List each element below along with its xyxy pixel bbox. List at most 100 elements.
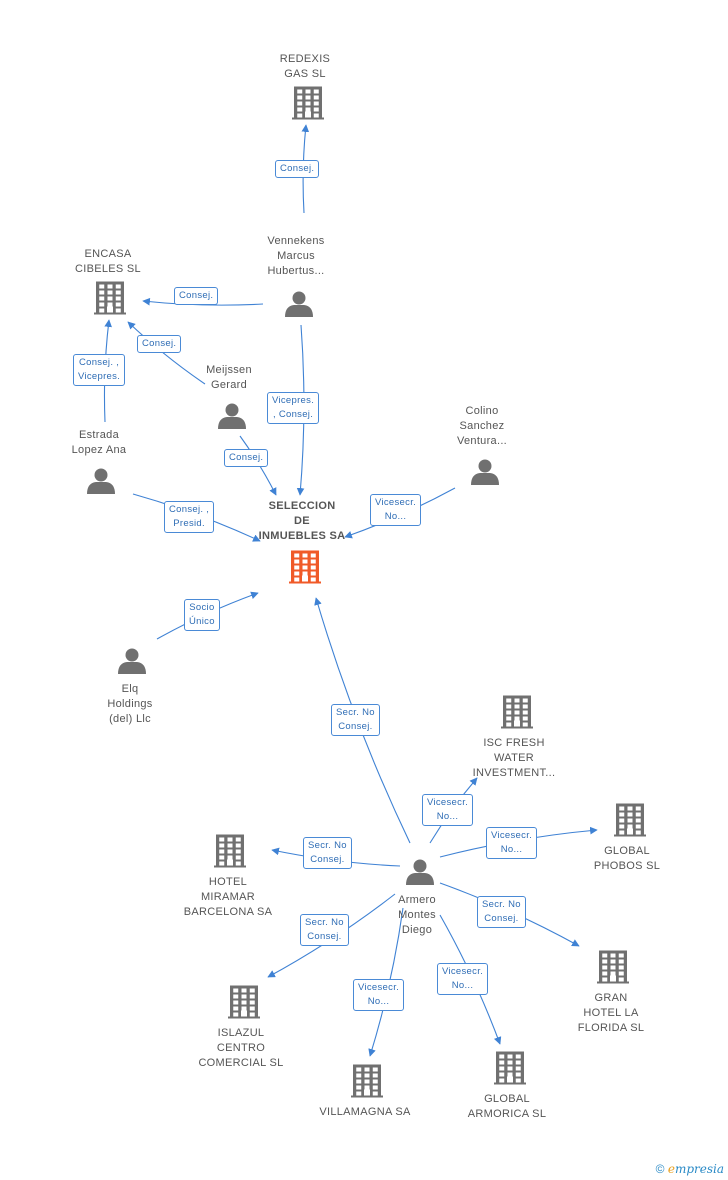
node-label-line: VILLAMAGNA SA xyxy=(319,1106,411,1118)
node-label-line: Marcus xyxy=(277,250,315,262)
building-icon xyxy=(597,950,629,984)
building-icon xyxy=(494,1051,526,1085)
edge-label-line: No... xyxy=(500,844,523,855)
person-icon xyxy=(118,648,146,674)
node-label-line: FLORIDA SL xyxy=(577,1022,645,1034)
node-label-line: ISC FRESH xyxy=(483,737,545,749)
node-label-line: Elq xyxy=(121,683,139,695)
edge-label-line: Vicesecr. xyxy=(491,830,533,841)
node-label-line: WATER xyxy=(494,752,534,764)
brand-initial: e xyxy=(667,1162,675,1176)
edge-label-line: Consej. xyxy=(179,290,214,301)
node-label-line: ARMORICA SL xyxy=(467,1108,547,1120)
edge-label-vennekens-to-seleccion[interactable]: Vicepres. , Consej. xyxy=(267,392,320,424)
node-label-isc[interactable]: ISC FRESH WATER INVESTMENT... xyxy=(454,736,574,781)
node-label-line: REDEXIS xyxy=(279,53,331,65)
node-label-line: INVESTMENT... xyxy=(472,767,556,779)
edge-label-armero-to-villamagna[interactable]: Vicesecr.No... xyxy=(353,979,405,1011)
edge-label-armero-to-armorica[interactable]: Vicesecr.No... xyxy=(437,963,489,995)
copyright-symbol: © xyxy=(655,1162,665,1176)
node-label-line: Lopez Ana xyxy=(71,444,127,456)
brand-logo: empresia xyxy=(668,1162,724,1176)
edge-label-meijssen-to-encasa[interactable]: Consej. xyxy=(137,335,182,353)
edge-meijssen-to-encasa xyxy=(127,321,206,385)
edge-label-line: Secr. No xyxy=(336,707,375,718)
building-icon xyxy=(94,281,126,315)
edge-label-line: , Consej. xyxy=(272,409,314,420)
edge-label-line: No... xyxy=(436,811,459,822)
person-icon xyxy=(406,859,434,885)
edge-label-armero-to-islazul[interactable]: Secr. No Consej. xyxy=(300,914,349,946)
person-icon xyxy=(285,291,313,317)
node-label-line: ISLAZUL xyxy=(217,1027,265,1039)
node-label-line: Hubertus... xyxy=(267,265,325,277)
edge-label-line: Consej. xyxy=(229,452,264,463)
node-label-line: Gerard xyxy=(210,379,248,391)
node-label-line: INMUEBLES SA xyxy=(258,530,346,542)
edge-label-line: Consej. xyxy=(307,931,342,942)
building-icon xyxy=(501,695,533,729)
building-icon xyxy=(292,86,324,120)
node-label-villamagna[interactable]: VILLAMAGNA SA xyxy=(305,1105,425,1120)
node-label-line: GRAN xyxy=(594,992,628,1004)
node-label-line: CENTRO xyxy=(216,1042,266,1054)
person-icon xyxy=(218,403,246,429)
edge-label-estrada-to-seleccion[interactable]: Consej. ,Presid. xyxy=(164,501,215,533)
edge-label-line: Consej. xyxy=(142,338,177,349)
node-label-line: HOTEL xyxy=(208,876,248,888)
brand-rest: mpresia xyxy=(674,1162,724,1176)
edge-label-armero-to-seleccion[interactable]: Secr. No Consej. xyxy=(331,704,380,736)
node-label-line: CIBELES SL xyxy=(75,263,141,275)
edge-label-armero-to-isc[interactable]: Vicesecr. No... xyxy=(422,794,474,826)
edge-label-line: Consej. xyxy=(338,721,373,732)
footer-brand: © empresia xyxy=(656,1162,724,1176)
node-label-line: Vennekens xyxy=(267,235,325,247)
edge-label-line: Único xyxy=(189,616,215,627)
building-icon xyxy=(351,1064,383,1098)
node-label-line: Meijssen xyxy=(206,364,252,376)
node-label-line: GLOBAL xyxy=(484,1093,530,1105)
building-icon xyxy=(228,985,260,1019)
edge-label-line: Vicesecr. xyxy=(427,797,469,808)
node-label-gran_hotel[interactable]: GRAN HOTEL LA FLORIDA SL xyxy=(551,991,671,1036)
node-label-line: GAS SL xyxy=(284,68,326,80)
edge-label-line: No... xyxy=(367,996,390,1007)
node-label-line: Sanchez xyxy=(459,420,505,432)
edge-label-vennekens-to-encasa[interactable]: Consej. xyxy=(174,287,219,305)
node-label-line: Holdings xyxy=(107,698,153,710)
edge-label-line: Socio xyxy=(189,602,215,613)
node-label-line: Diego xyxy=(401,924,433,936)
node-label-armorica[interactable]: GLOBAL ARMORICA SL xyxy=(447,1092,567,1122)
node-label-line: GLOBAL xyxy=(604,845,650,857)
edge-label-colino-to-seleccion[interactable]: Vicesecr.No... xyxy=(370,494,422,526)
edge-label-armero-to-phobos[interactable]: Vicesecr. No... xyxy=(486,827,538,859)
edge-label-line: Secr. No xyxy=(305,917,344,928)
node-label-line: DE xyxy=(294,515,310,527)
edge-label-line: Presid. xyxy=(173,518,205,529)
node-label-line: BARCELONA SA xyxy=(183,906,273,918)
node-label-redexis[interactable]: REDEXIS GAS SL xyxy=(245,52,365,82)
edge-label-estrada-to-encasa[interactable]: Consej. ,Vicepres. xyxy=(73,354,126,386)
edge-label-meijssen-to-seleccion[interactable]: Consej. xyxy=(224,449,269,467)
edge-label-vennekens-to-redexis[interactable]: Consej. xyxy=(275,160,320,178)
edge-label-line: Vicepres. xyxy=(272,395,315,406)
node-label-line: Armero xyxy=(398,894,436,906)
person-icon xyxy=(471,459,499,485)
edge-label-line: Consej. xyxy=(310,854,345,865)
node-label-line: Ventura... xyxy=(456,435,508,447)
node-label-line: HOTEL LA xyxy=(583,1007,639,1019)
